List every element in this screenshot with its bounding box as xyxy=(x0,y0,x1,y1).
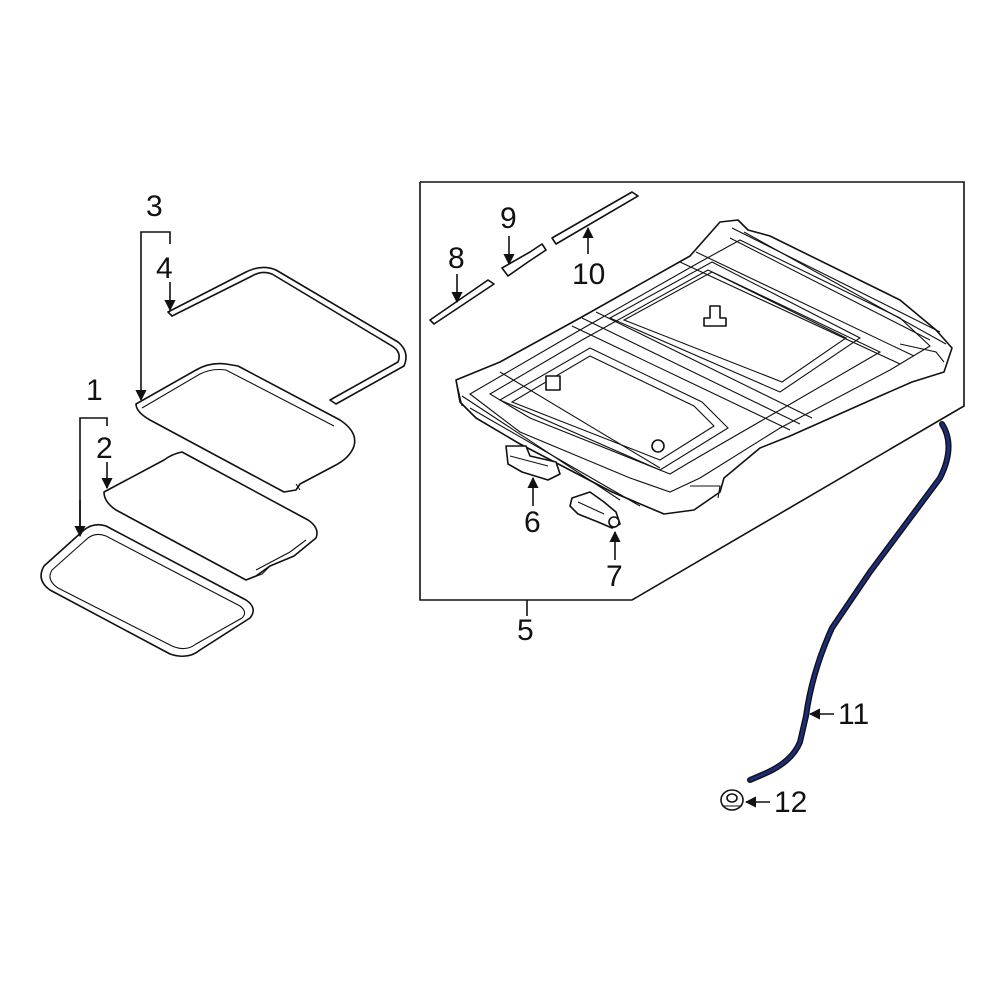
sunroof-frame xyxy=(455,219,953,515)
assembly-box xyxy=(419,181,965,616)
callout-3: 3 xyxy=(146,190,163,223)
callout-9: 9 xyxy=(500,202,517,235)
callout-12: 12 xyxy=(774,786,807,819)
part-10-deflector xyxy=(551,191,639,245)
callout-4: 4 xyxy=(156,252,173,285)
part-3-glass-panel xyxy=(135,362,356,493)
callout-8: 8 xyxy=(448,242,465,275)
part-12-grommet xyxy=(720,789,744,811)
callout-5: 5 xyxy=(517,614,534,647)
leader-3-4 xyxy=(135,231,176,402)
callout-7: 7 xyxy=(606,560,623,593)
callout-6: 6 xyxy=(524,506,541,539)
part-7-motor xyxy=(569,491,621,529)
part-11-drain-hose xyxy=(747,421,952,783)
part-9-clip xyxy=(501,243,547,277)
part-8-trim-strip xyxy=(429,279,495,325)
part-6-bracket xyxy=(505,445,561,481)
part-2-glass-panel xyxy=(103,451,318,581)
part-1-frame-gasket xyxy=(40,523,254,658)
part-4-weatherstrip xyxy=(167,266,407,405)
callout-1: 1 xyxy=(86,374,103,407)
callout-2: 2 xyxy=(96,432,113,465)
leader-1-2 xyxy=(74,417,113,538)
callout-10: 10 xyxy=(572,258,605,291)
callout-11: 11 xyxy=(838,698,869,731)
